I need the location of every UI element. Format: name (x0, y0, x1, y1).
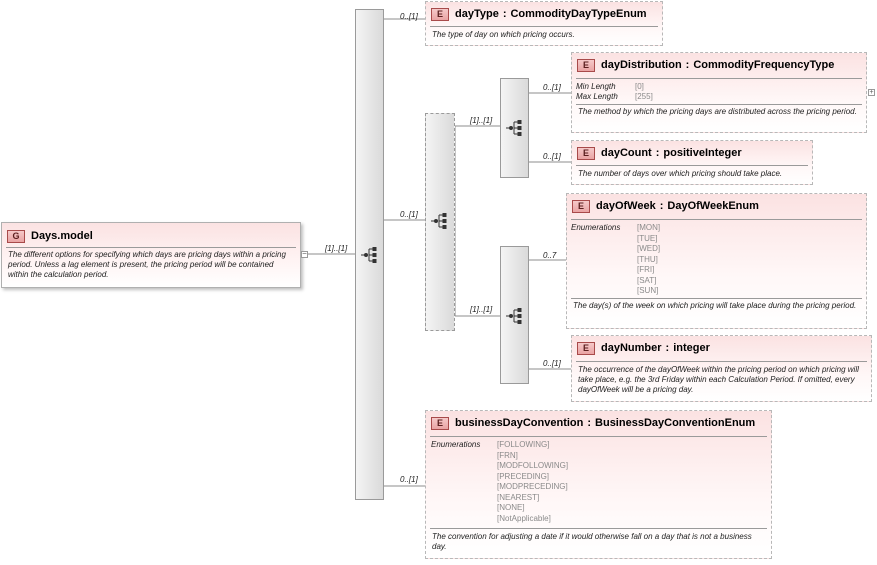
facet-value: [255] (635, 92, 653, 101)
days-model-group[interactable]: G Days.model The different options for s… (1, 222, 301, 288)
element-badge: E (572, 199, 590, 213)
element-type: integer (673, 342, 710, 354)
enumeration-list: [MON] [TUE] [WED] [THU] [FRI] [SAT] [SUN… (637, 223, 661, 295)
element-day-of-week[interactable]: E dayOfWeek DayOfWeekEnum Enumerations [… (566, 193, 867, 329)
facet-label: Min Length (576, 82, 616, 91)
element-type: CommodityFrequencyType (693, 59, 835, 71)
element-day-distribution[interactable]: E dayDistribution CommodityFrequencyType… (571, 52, 867, 133)
day-number-cardinality: 0..[1] (543, 359, 561, 368)
collapse-toggle[interactable]: − (301, 249, 308, 258)
choice-compositor[interactable] (425, 113, 455, 331)
choice-cardinality: 0..[1] (400, 210, 418, 219)
sequence-icon (506, 308, 522, 324)
element-day-count[interactable]: E dayCount positiveInteger The number of… (571, 140, 813, 185)
element-documentation: The method by which the pricing days are… (578, 107, 857, 116)
element-documentation: The convention for adjusting a date if i… (432, 532, 752, 551)
element-name: dayNumber (601, 342, 662, 354)
element-name: businessDayConvention (455, 417, 584, 429)
element-badge: E (577, 146, 595, 160)
sequence-icon (506, 120, 522, 136)
seq2-cardinality: [1]..[1] (470, 305, 493, 314)
element-documentation: The number of days over which pricing sh… (578, 169, 783, 178)
element-documentation: The occurrence of the dayOfWeek within t… (578, 365, 859, 394)
element-day-type[interactable]: E dayType CommodityDayTypeEnum The type … (425, 1, 663, 46)
enumerations-label: Enumerations (431, 440, 481, 449)
choice-icon (431, 213, 447, 229)
expand-toggle[interactable]: + (868, 89, 875, 96)
element-documentation: The day(s) of the week on which pricing … (573, 301, 857, 310)
root-cardinality: [1]..[1] (325, 244, 348, 253)
element-type: BusinessDayConventionEnum (595, 417, 756, 429)
day-count-cardinality: 0..[1] (543, 152, 561, 161)
element-badge: E (577, 341, 595, 355)
facet-value: [0] (635, 82, 644, 91)
day-type-cardinality: 0..[1] (400, 12, 418, 21)
element-badge: E (577, 58, 595, 72)
element-type: CommodityDayTypeEnum (510, 8, 647, 20)
facet-label: Max Length (576, 92, 618, 101)
element-type: positiveInteger (663, 147, 742, 159)
sequence-icon (361, 247, 377, 263)
element-badge: E (431, 416, 449, 430)
day-distribution-cardinality: 0..[1] (543, 83, 561, 92)
enumeration-list: [FOLLOWING] [FRN] [MODFOLLOWING] [PRECED… (497, 440, 569, 523)
element-name: dayCount (601, 147, 652, 159)
seq1-cardinality: [1]..[1] (470, 116, 493, 125)
element-name: dayDistribution (601, 59, 682, 71)
group-name: Days.model (31, 230, 93, 242)
element-name: dayType (455, 8, 499, 20)
business-day-convention-cardinality: 0..[1] (400, 475, 418, 484)
element-badge: E (431, 7, 449, 21)
element-day-number[interactable]: E dayNumber integer The occurrence of th… (571, 335, 872, 402)
enumerations-label: Enumerations (571, 223, 621, 232)
group-badge: G (7, 229, 25, 243)
element-documentation: The type of day on which pricing occurs. (432, 30, 575, 39)
element-name: dayOfWeek (596, 200, 656, 212)
element-business-day-convention[interactable]: E businessDayConvention BusinessDayConve… (425, 410, 772, 559)
group-documentation: The different options for specifying whi… (8, 250, 286, 279)
element-type: DayOfWeekEnum (667, 200, 759, 212)
day-of-week-cardinality: 0..7 (543, 251, 557, 260)
